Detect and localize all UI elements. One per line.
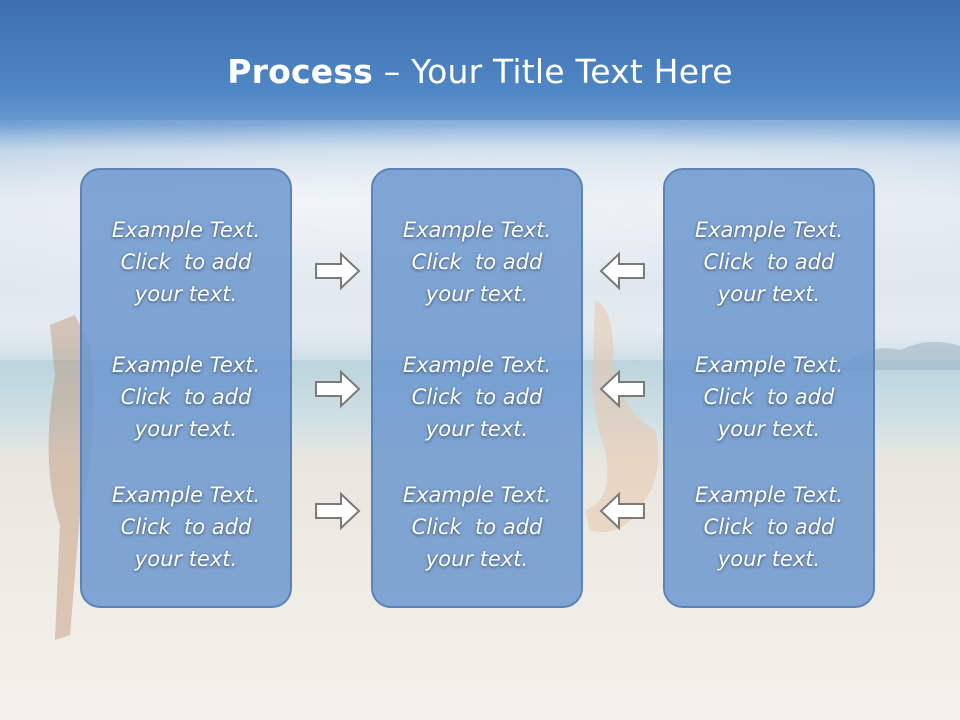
text-line: Example Text. bbox=[694, 483, 844, 507]
text-line: Click to add bbox=[411, 515, 543, 539]
text-line: your text. bbox=[134, 417, 238, 441]
process-box-center[interactable]: Example Text. Click to add your text. Ex… bbox=[371, 168, 583, 608]
text-line: Click to add bbox=[703, 385, 835, 409]
text-block[interactable]: Example Text. Click to add your text. bbox=[373, 349, 581, 445]
arrow-right-icon bbox=[315, 251, 361, 291]
arrow-left-icon bbox=[599, 251, 645, 291]
text-line: Click to add bbox=[120, 515, 252, 539]
arrow-left-icon bbox=[599, 369, 645, 409]
text-line: Click to add bbox=[703, 515, 835, 539]
text-block[interactable]: Example Text. Click to add your text. bbox=[665, 214, 873, 310]
text-line: Example Text. bbox=[402, 218, 552, 242]
slide-title: Process – Your Title Text Here bbox=[0, 52, 960, 91]
text-line: Click to add bbox=[411, 385, 543, 409]
text-block[interactable]: Example Text. Click to add your text. bbox=[82, 214, 290, 310]
process-box-left[interactable]: Example Text. Click to add your text. Ex… bbox=[80, 168, 292, 608]
process-box-right[interactable]: Example Text. Click to add your text. Ex… bbox=[663, 168, 875, 608]
text-line: Example Text. bbox=[111, 218, 261, 242]
text-line: Example Text. bbox=[402, 483, 552, 507]
text-line: Example Text. bbox=[694, 218, 844, 242]
text-line: Click to add bbox=[411, 250, 543, 274]
text-line: your text. bbox=[717, 547, 821, 571]
text-line: Click to add bbox=[120, 385, 252, 409]
background-figure-person bbox=[585, 300, 659, 532]
text-line: your text. bbox=[425, 417, 529, 441]
text-line: Example Text. bbox=[694, 353, 844, 377]
text-line: Click to add bbox=[703, 250, 835, 274]
text-line: your text. bbox=[717, 282, 821, 306]
text-line: your text. bbox=[425, 547, 529, 571]
text-line: your text. bbox=[134, 282, 238, 306]
arrow-left-icon bbox=[599, 491, 645, 531]
text-line: Example Text. bbox=[111, 353, 261, 377]
title-rest: – Your Title Text Here bbox=[373, 52, 733, 91]
arrow-right-icon bbox=[315, 369, 361, 409]
text-block[interactable]: Example Text. Click to add your text. bbox=[82, 479, 290, 575]
text-line: your text. bbox=[717, 417, 821, 441]
text-line: Example Text. bbox=[111, 483, 261, 507]
text-block[interactable]: Example Text. Click to add your text. bbox=[373, 214, 581, 310]
arrow-right-icon bbox=[315, 491, 361, 531]
text-block[interactable]: Example Text. Click to add your text. bbox=[665, 349, 873, 445]
text-line: Example Text. bbox=[402, 353, 552, 377]
text-block[interactable]: Example Text. Click to add your text. bbox=[82, 349, 290, 445]
text-block[interactable]: Example Text. Click to add your text. bbox=[373, 479, 581, 575]
title-bold: Process bbox=[227, 52, 374, 91]
text-line: your text. bbox=[425, 282, 529, 306]
text-line: Click to add bbox=[120, 250, 252, 274]
text-line: your text. bbox=[134, 547, 238, 571]
text-block[interactable]: Example Text. Click to add your text. bbox=[665, 479, 873, 575]
